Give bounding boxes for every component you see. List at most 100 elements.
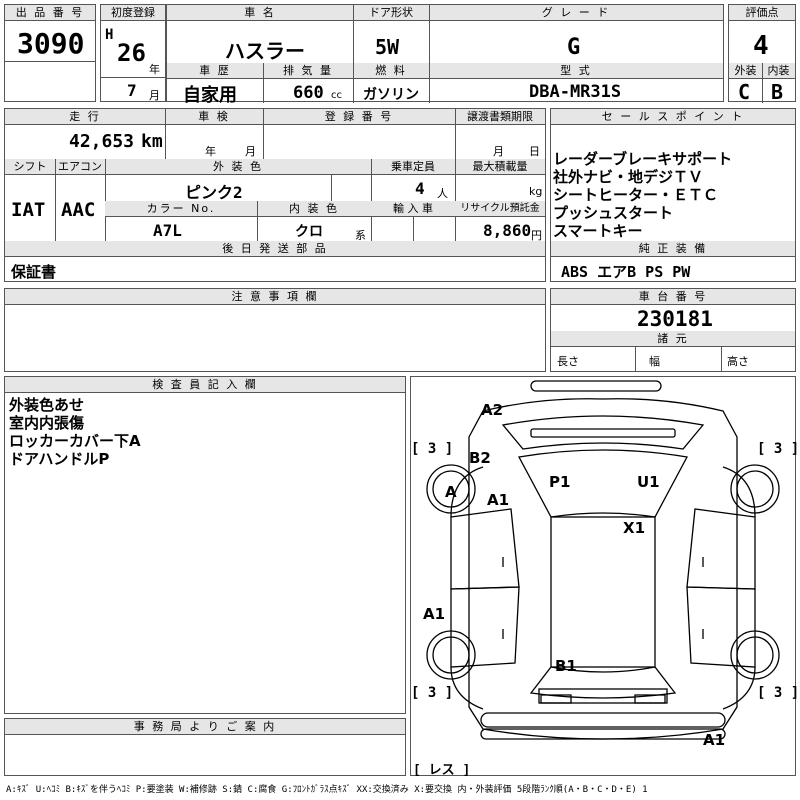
- colorno-label: カラー No.: [105, 201, 257, 217]
- displacement: 660: [293, 83, 324, 103]
- ac-label: エアコン: [55, 159, 105, 175]
- interior-color: クロ: [295, 224, 323, 240]
- history-label: 車 歴: [167, 63, 263, 79]
- shift: IAT: [11, 199, 46, 221]
- displacement-unit: cc: [331, 90, 342, 101]
- displacement-label: 排 気 量: [263, 63, 353, 79]
- damage-mark-hood: P1: [549, 473, 571, 491]
- recycle-label: リサイクル預託金: [455, 201, 545, 217]
- rear-fender-right: [722, 666, 756, 710]
- roof-rail-top: [530, 380, 662, 392]
- mileage-unit: km: [141, 131, 163, 152]
- caution-label: 注 意 事 項 欄: [5, 289, 545, 305]
- color-number: A7L: [153, 221, 182, 240]
- capacity-label: 乗車定員: [371, 159, 455, 175]
- loadmax-unit: kg: [529, 185, 543, 198]
- mileage: 42,653: [69, 131, 135, 152]
- vehicle-detail-box: 走 行 車 検 登 録 番 号 譲渡書類期限 42,653 km 年 月 月 日…: [4, 108, 546, 282]
- office-box: 事 務 局 よ り ご 案 内: [4, 718, 406, 776]
- body-color: ピンク2: [185, 183, 243, 202]
- damage-mark-roof: X1: [623, 519, 646, 537]
- legend: A:ｷｽﾞ U:ﾍｺﾐ B:ｷｽﾞを伴うﾍｺﾐ P:要塗装 W:補修跡 S:錆 …: [6, 785, 648, 795]
- wheel-front-right: [730, 464, 780, 514]
- model-code: DBA-MR31S: [529, 82, 622, 102]
- chassis-label: 車 台 番 号: [551, 289, 795, 305]
- car-info-box: 車 名 ドア形状 グ レ ー ド ハスラー 5W G 車 歴 排 気 量 燃 料…: [166, 4, 724, 106]
- inspection-label: 車 検: [165, 109, 263, 125]
- sales-label: セ ー ル ス ポ イ ン ト: [551, 109, 795, 125]
- sales-line: プッシュスタート: [553, 204, 674, 222]
- damage-mark-rear-bumper: A1: [703, 731, 726, 749]
- damage-mark-rear-window: B1: [555, 657, 577, 675]
- dim-width: 幅: [649, 355, 660, 368]
- rear-bumper: [480, 712, 726, 728]
- interior-grade: B: [771, 80, 784, 104]
- intcolor-label: 内 装 色: [257, 201, 371, 217]
- transfer-day-unit: 日: [529, 145, 540, 158]
- front-fender-right: [722, 466, 756, 518]
- inspector-note: ドアハンドルP: [9, 450, 110, 468]
- first-reg-label: 初度登録: [101, 5, 165, 21]
- inspector-box: 検 査 員 記 入 欄 外装色あせ 室内内張傷 ロッカーカバー下A ドアハンドル…: [4, 376, 406, 714]
- inspection-month-unit: 月: [245, 145, 256, 158]
- model-label: 型 式: [429, 63, 723, 79]
- capacity: 4: [415, 179, 425, 198]
- sales-line: シートヒーター・ＥＴＣ: [553, 186, 719, 204]
- damage-mark-front-left-wheel: A: [445, 483, 457, 501]
- transfer-label: 譲渡書類期限: [455, 109, 545, 125]
- equipment-label: 純 正 装 備: [551, 241, 795, 257]
- score-box: 評価点 4 外装 内装 C B: [728, 4, 796, 104]
- grade-label: グ レ ー ド: [429, 5, 723, 21]
- interior-label: 内装: [762, 63, 795, 79]
- car-name-label: 車 名: [167, 5, 353, 21]
- regno-label: 登 録 番 号: [263, 109, 455, 125]
- dims-label: 諸 元: [551, 331, 795, 347]
- capacity-unit: 人: [437, 187, 448, 200]
- later-parts-label: 後 日 発 送 部 品: [5, 241, 545, 257]
- car-diagram: [426, 380, 780, 740]
- reg-month: 7: [127, 81, 137, 100]
- grade: G: [567, 35, 581, 60]
- door-type: 5W: [375, 35, 400, 59]
- roof: [550, 516, 656, 668]
- car-name: ハスラー: [225, 39, 305, 63]
- damage-mark-windshield: U1: [637, 473, 660, 491]
- rear-fender-left: [450, 666, 484, 710]
- inspector-note: 室内内張傷: [9, 414, 85, 432]
- recycle-unit: 円: [531, 229, 542, 242]
- dim-length: 長さ: [557, 355, 579, 368]
- tire-rear-right: [ 3 ]: [757, 685, 800, 701]
- score-label: 評価点: [729, 5, 795, 21]
- rear-lamp-left: [540, 694, 572, 704]
- sales-points-box: セ ー ル ス ポ イ ン ト レーダーブレーキサポート 社外ナビ・地デジＴＶ …: [550, 108, 796, 282]
- front-door-right: [686, 508, 756, 590]
- lot-box: 出 品 番 号 3090: [4, 4, 96, 102]
- reg-year: 26: [117, 39, 146, 67]
- inspector-note: ロッカーカバー下A: [9, 432, 141, 450]
- score: 4: [753, 31, 769, 61]
- tire-front-left: [ 3 ]: [411, 441, 454, 457]
- rear-window: [529, 666, 677, 699]
- lot-number: 3090: [17, 27, 85, 60]
- damage-mark-front-door: A1: [487, 491, 510, 509]
- front-door-left: [450, 508, 520, 590]
- chassis-number: 230181: [637, 307, 713, 331]
- wheel-front-left: [426, 464, 476, 514]
- sales-line: スマートキー: [553, 222, 643, 240]
- wheel-rear-right: [730, 630, 780, 680]
- recycle-fee: 8,860: [483, 221, 532, 240]
- damage-mark-front-bumper: A2: [481, 401, 504, 419]
- fuel-label: 燃 料: [353, 63, 429, 79]
- lot-label: 出 品 番 号: [5, 5, 95, 21]
- equipment: ABS エアB PS PW: [561, 263, 691, 281]
- damage-diagram-box: A2 B2 A A1 P1 U1 X1 A1 B1 A1 [ 3 ] [ 3 ]…: [410, 376, 800, 778]
- first-reg-box: 初度登録 H 26 年 7 月: [100, 4, 166, 102]
- color-label: 外 装 色: [105, 159, 371, 175]
- mileage-label: 走 行: [5, 109, 165, 125]
- loadmax-label: 最大積載量: [455, 159, 545, 175]
- damage-mark-rear-door: A1: [423, 605, 446, 623]
- later-parts: 保証書: [11, 263, 57, 281]
- month-unit: 月: [149, 89, 160, 102]
- fuel: ガソリン: [363, 87, 419, 103]
- bottom-rail: [480, 728, 726, 740]
